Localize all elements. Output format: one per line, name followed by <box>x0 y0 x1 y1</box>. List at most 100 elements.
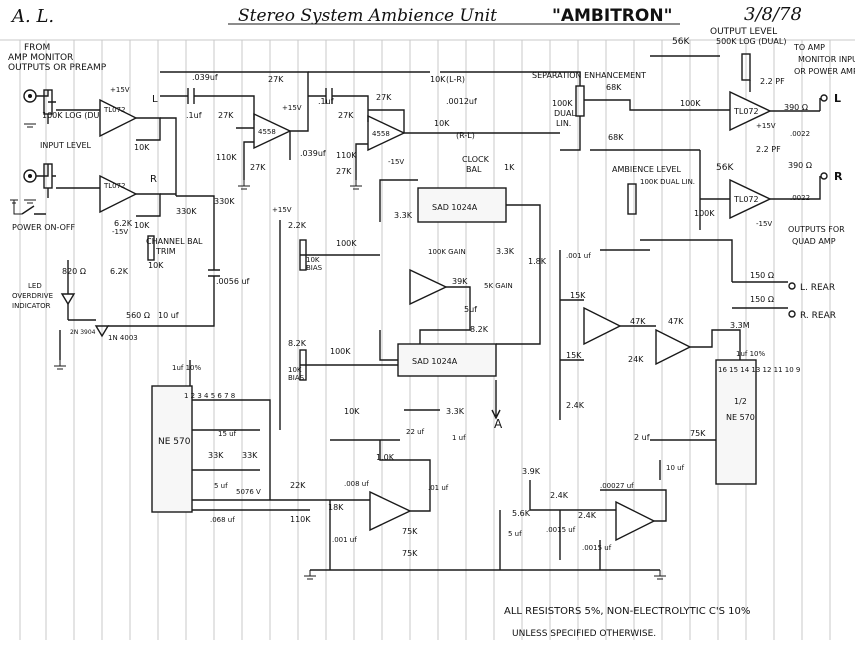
opamp-right-icon <box>99 174 138 214</box>
c-5uf-b: 5 uf <box>214 482 228 490</box>
sum-r-minus-l: (R-L) <box>456 131 475 140</box>
c-0022-b: .0022 <box>790 194 810 202</box>
input-source-label-2: AMP MONITOR <box>8 53 73 63</box>
chip-out-l-label: TL072 <box>733 107 759 116</box>
output-level-label-1: OUTPUT LEVEL <box>710 27 777 37</box>
supply-m15-c: -15V <box>756 220 772 228</box>
supply-p15-b: +15V <box>282 104 302 112</box>
separation-pot-icon <box>575 85 585 117</box>
r-330k-a: 330K <box>176 207 197 216</box>
r-27k-c: 27K <box>250 163 266 172</box>
node-a-label: A <box>494 417 503 431</box>
r-24k: 24K <box>628 355 644 364</box>
output-level-pot-icon <box>741 53 751 81</box>
ne570-left-chip-icon <box>151 385 193 513</box>
r-68k-a: 68K <box>606 83 622 92</box>
r-8.2k: 8.2K <box>470 325 489 334</box>
channel-bal-label-1: CHANNEL BAL <box>146 237 203 246</box>
chip-mid2-label: 4558 <box>372 130 390 138</box>
r-75k: 75K <box>690 429 706 438</box>
header-project-name: "AMBITRON" <box>552 6 672 26</box>
opamp-mid2-icon <box>367 114 406 152</box>
opamp-right-mid-icon <box>583 306 622 346</box>
r-330k-b: 330K <box>214 197 235 206</box>
r-110k-d: 110K <box>290 515 311 524</box>
c-1uf-10b: 1uf 10% <box>172 364 201 372</box>
chip-out-r-label: TL072 <box>733 195 759 204</box>
ambience-pot-icon <box>627 183 637 215</box>
r-100k-d: 100K <box>330 347 351 356</box>
output-r-label: R <box>834 170 843 183</box>
c-2.2pf-a: 2.2 PF <box>760 77 785 86</box>
output-l-jack-icon <box>820 94 828 102</box>
r-3.3k-c: 3.3K <box>394 211 413 220</box>
r-100k-a: 100K <box>680 99 701 108</box>
led-label-1: LED <box>28 282 42 290</box>
bbd-section: CLOCK BAL 1K SAD 1024A 100K GAIN 3.3K 1.… <box>379 155 547 431</box>
r-2.4k-d: 2.4K <box>578 511 597 520</box>
led-label-2: OVERDRIVE <box>12 292 53 300</box>
input-opamps: TL072 TL072 +15V -15V L R 10K 10K 6.2K 6… <box>56 86 235 276</box>
r-6.2k-b: 6.2K <box>110 267 129 276</box>
r-1k-clock: 1K <box>504 163 515 172</box>
opamp-lower-mid-icon <box>369 490 412 532</box>
ne570-right-chip-icon <box>715 359 757 485</box>
input-jack-l-icon <box>23 89 37 103</box>
r-2.4k-c: 2.4K <box>550 491 569 500</box>
bbd-chip-1-icon <box>417 187 507 223</box>
r-110k-b: 110K <box>336 151 357 160</box>
r-3.3k-a: 3.3K <box>496 247 515 256</box>
r-56k-a: 56K <box>672 37 690 47</box>
bias-1-label-2: BIAS <box>306 264 323 272</box>
label-out-L: L <box>152 94 158 105</box>
sep-pot-label-2: DUAL <box>554 109 576 118</box>
r-75k-b: 75K <box>402 527 418 536</box>
c-10uf-b: 10 uf <box>158 311 179 320</box>
sum-l-minus-r: (L-R) <box>446 75 465 84</box>
r-5076: 5076 V <box>236 488 261 496</box>
to-amp-label-3: OR POWER AMP <box>794 67 855 76</box>
c-00027: .00027 uf <box>600 482 634 490</box>
r-150-b: 150 Ω <box>750 295 774 304</box>
r-2.4k-b: 2.4K <box>566 401 585 410</box>
led-label-3: INDICATOR <box>12 302 51 310</box>
ground-symbols <box>54 180 666 580</box>
header-date: 3/8/78 <box>744 4 802 25</box>
quad-label-1: OUTPUTS FOR <box>788 225 845 234</box>
input-source-label-1: FROM <box>24 43 50 53</box>
c-1uf-a: .1uf <box>186 111 202 120</box>
c-1uf-b: .1uf <box>318 97 334 106</box>
gain-2-label: 5K GAIN <box>484 282 513 290</box>
to-amp-label-2: MONITOR INPUTS <box>798 55 855 64</box>
r-8.2k-bias: 8.2K <box>288 339 307 348</box>
c-22uf: 22 uf <box>406 428 425 436</box>
transistor-label: 2N 3904 <box>70 329 96 336</box>
r-390-a: 390 Ω <box>784 103 808 112</box>
bbd-chip-2-icon <box>397 343 497 377</box>
input-pot-label: 100K LOG (DUAL) <box>42 111 112 120</box>
c-0012: .0012uf <box>446 97 477 106</box>
r-27k-a: 27K <box>218 111 234 120</box>
r-390-b: 390 Ω <box>788 161 812 170</box>
supply-p15-a: +15V <box>110 86 130 94</box>
opamp-bbd-icon <box>409 268 448 306</box>
r-27k-b: 27K <box>268 75 284 84</box>
r-rear-jack-icon <box>788 310 796 318</box>
r-27k-e: 27K <box>376 93 392 102</box>
r-1.8k: 1.8K <box>528 257 547 266</box>
r-1.0k: 1.0K <box>376 453 395 462</box>
opamp-out-l-icon <box>729 90 772 132</box>
r-47k-b: 47K <box>668 317 684 326</box>
separation-label: SEPARATION ENHANCEMENT <box>532 71 646 80</box>
r-10k-a: 10K <box>134 143 150 152</box>
c-0056: .0056 uf <box>216 277 250 286</box>
header-title: Stereo System Ambience Unit <box>238 6 497 26</box>
lower-middle: 22K 110K 18K .001 uf .008 uf 1.0K .01 uf… <box>290 407 470 571</box>
output-l-label: L <box>834 92 841 105</box>
l-rear-label: L. REAR <box>800 283 835 293</box>
r-rear-label: R. REAR <box>800 311 836 321</box>
r-22k-b: 22K <box>290 481 306 490</box>
supply-m15-a: -15V <box>112 228 128 236</box>
r-560: 560 Ω <box>126 311 150 320</box>
r-5.6k: 5.6K <box>512 509 531 518</box>
